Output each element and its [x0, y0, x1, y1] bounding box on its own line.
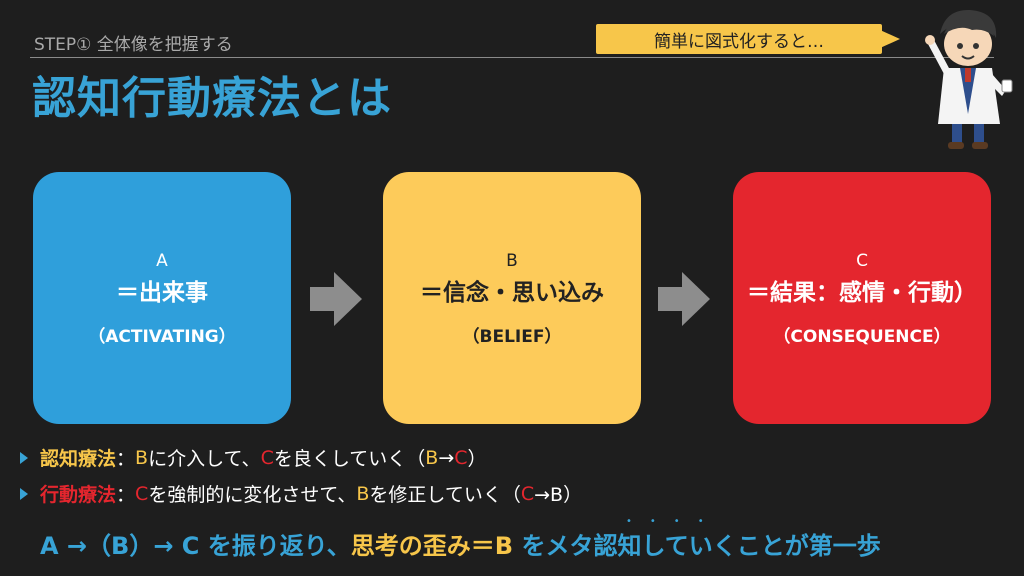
card-letter: A: [156, 250, 168, 271]
card-sub-text: （BELIEF）: [462, 326, 562, 347]
card-consequence: C ＝結果：感情・行動） （CONSEQUENCE）: [733, 172, 991, 424]
card-main-text: ＝出来事: [116, 279, 208, 306]
bullet-term: 認知療法: [40, 448, 117, 470]
bullet-letter: B: [425, 446, 439, 469]
bullet-text: を修正していく（: [369, 484, 521, 506]
bullet-text: ）: [467, 448, 487, 470]
bottom-summary: A →（B）→ C を振り返り、思考の歪み＝B をメタ認知していくことが第一歩: [40, 526, 881, 561]
speech-bubble: 簡単に図式化すると…: [596, 24, 882, 54]
card-activating: A ＝出来事 （ACTIVATING）: [33, 172, 291, 424]
doctor-character-illustration: [925, 9, 1013, 149]
bullet-behavior-therapy: 行動療法 ： C を強制的に変化させて、 B を修正していく（ C →B）: [20, 480, 582, 507]
emphasis-dots: ••••: [626, 516, 722, 527]
summary-part-3: をメタ認知していくことが第一歩: [513, 532, 881, 560]
bullet-text: →B）: [534, 484, 583, 506]
bullet-cognitive-therapy: 認知療法 ： B に介入して、 C を良くしていく（ B → C ）: [20, 444, 487, 471]
bullet-triangle-icon: [20, 451, 28, 464]
step-label: STEP① 全体像を把握する: [34, 35, 233, 55]
arrow-right-icon: [658, 272, 710, 326]
header-rule: [30, 57, 994, 58]
card-letter: C: [856, 250, 868, 271]
bullet-letter: C: [454, 446, 468, 469]
card-main-text: ＝結果：感情・行動）: [747, 279, 977, 306]
card-sub-text: （CONSEQUENCE）: [773, 326, 951, 347]
bullet-letter: B: [356, 482, 370, 505]
bullet-text: を良くしていく（: [273, 448, 426, 470]
bullet-term: 行動療法: [40, 484, 117, 506]
speech-bubble-tail: [880, 30, 900, 48]
bullet-text: →: [438, 446, 455, 469]
bullet-text: に介入して、: [148, 448, 261, 470]
bullet-text: を強制的に変化させて、: [148, 484, 357, 506]
arrow-right-icon: [310, 272, 362, 326]
bullet-triangle-icon: [20, 487, 28, 500]
bullet-letter: B: [135, 446, 149, 469]
bullet-letter: C: [520, 482, 535, 505]
bullet-colon: ：: [116, 484, 136, 506]
summary-part-1: A →（B）→ C を振り返り、: [40, 532, 351, 560]
bullet-letter: C: [135, 482, 149, 505]
bullet-colon: ：: [116, 448, 136, 470]
card-belief: B ＝信念・思い込み （BELIEF）: [383, 172, 641, 424]
card-sub-text: （ACTIVATING）: [88, 326, 236, 347]
card-main-text: ＝信念・思い込み: [420, 279, 604, 306]
page-title: 認知行動療法とは: [32, 73, 392, 124]
summary-part-2: 思考の歪み＝B: [350, 532, 514, 560]
bullet-letter: C: [260, 446, 274, 469]
speech-bubble-text: 簡単に図式化すると…: [654, 31, 824, 52]
card-letter: B: [506, 250, 518, 271]
